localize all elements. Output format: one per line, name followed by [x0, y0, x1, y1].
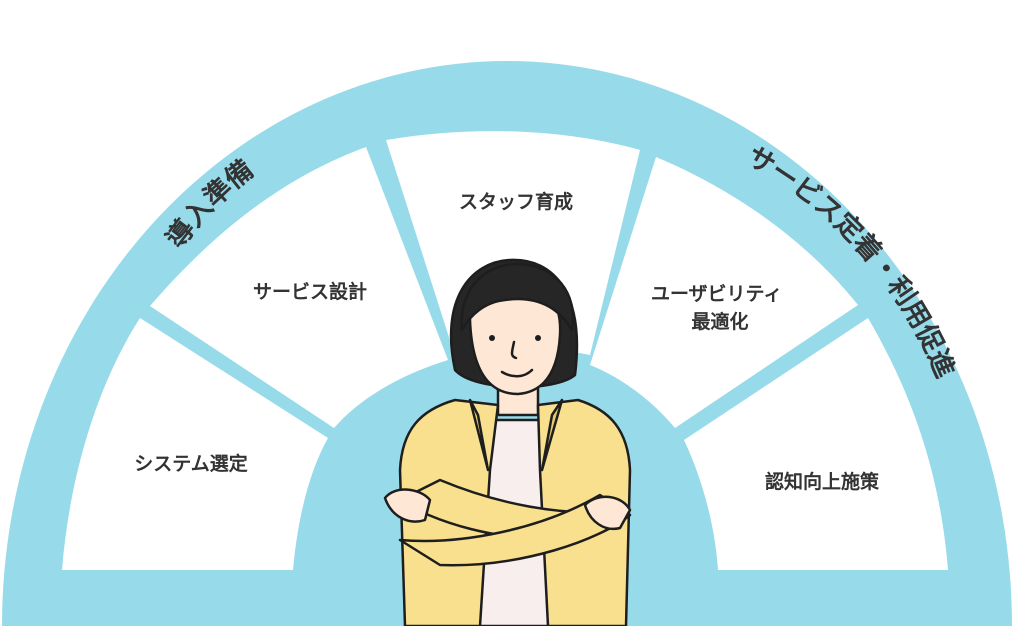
segment-label: スタッフ育成: [459, 190, 573, 213]
woman-arms-crossed-illustration: [383, 258, 632, 626]
segment-label: システム選定: [134, 452, 247, 475]
segment-awareness-measures: [684, 318, 948, 570]
segment-staff-training: [386, 131, 640, 356]
segments: [62, 131, 948, 570]
segment-labels: システム選定 サービス設計 スタッフ育成 ユーザビリティ 最適化 認知向上施策: [134, 190, 880, 493]
segment-label: ユーザビリティ 最適化: [651, 283, 789, 333]
segment-label: サービス設計: [253, 280, 367, 303]
segment-usability-optimization: [590, 157, 858, 428]
segment-label: 認知向上施策: [765, 470, 880, 493]
segment-system-selection: [62, 318, 328, 570]
segment-service-design: [150, 147, 448, 428]
